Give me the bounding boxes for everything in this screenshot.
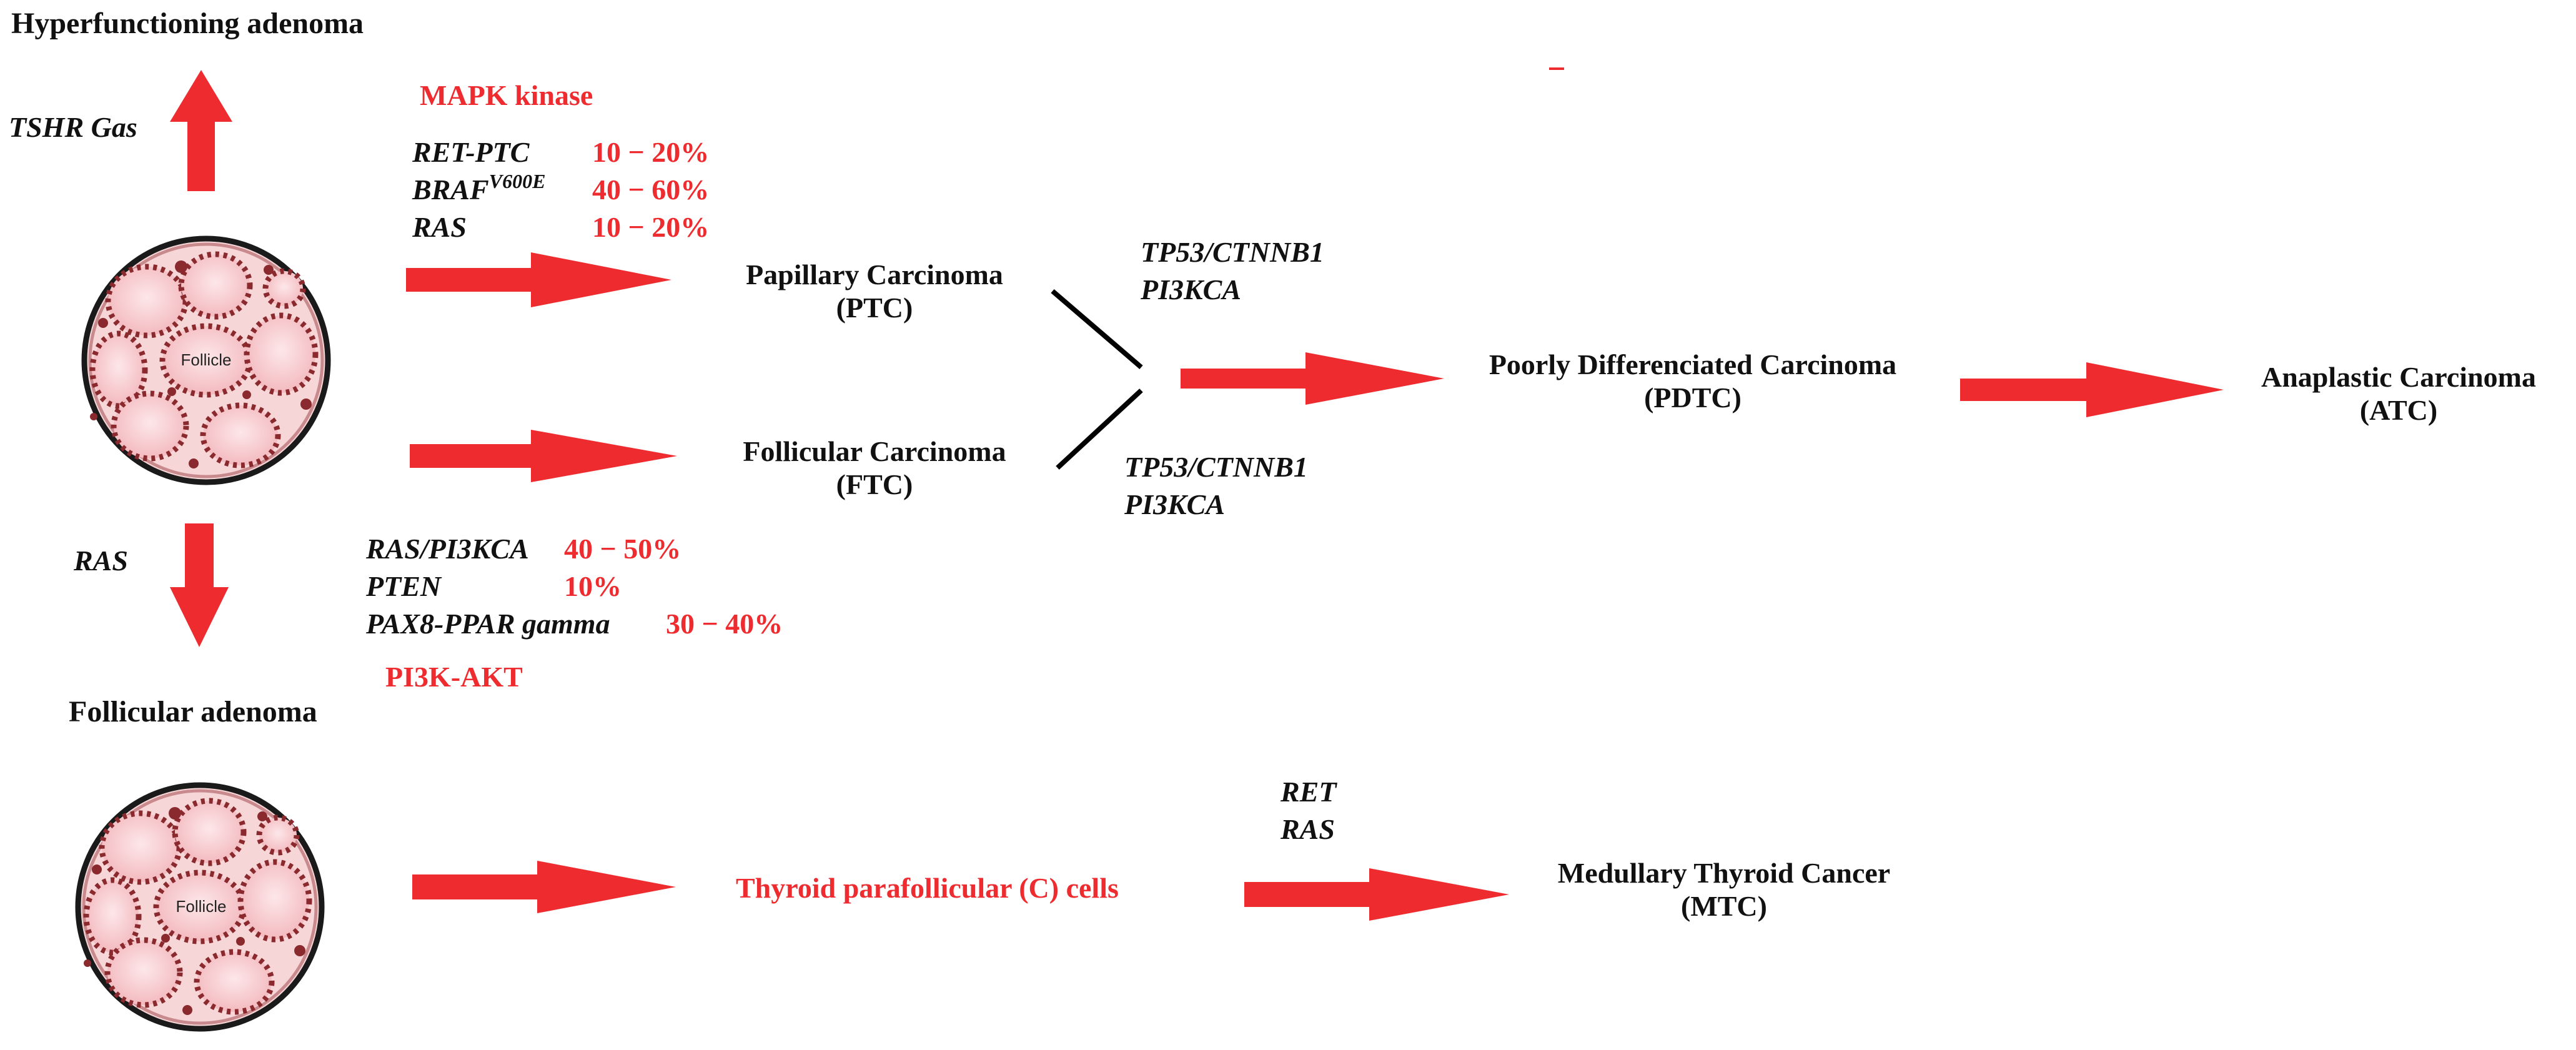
mtc-line1: Medullary Thyroid Cancer xyxy=(1557,857,1891,889)
pi3k-pct-pten: 10% xyxy=(564,570,622,602)
pi3k-pct-pax8: 30 − 40% xyxy=(666,608,783,640)
atc-line2: (ATC) xyxy=(2359,394,2438,426)
pi3k-gene-ras-pi3kca: RAS/PI3KCA xyxy=(366,533,529,565)
tshr-gas-label: TSHR Gas xyxy=(9,111,137,143)
mtc-gene-ret: RET xyxy=(1281,776,1337,808)
mapk-pct-ras: 10 − 20% xyxy=(592,211,710,243)
ptc-label: Papillary Carcinoma (PTC) xyxy=(700,259,1049,325)
pi3k-gene-pax8: PAX8-PPAR gamma xyxy=(366,608,610,640)
lower-gene-1: TP53/CTNNB1 xyxy=(1124,451,1308,483)
ftc-line1: Follicular Carcinoma xyxy=(743,435,1006,467)
mapk-kinase-title: MAPK kinase xyxy=(420,79,593,111)
arrow-to-pdtc xyxy=(1181,352,1444,405)
mtc-label: Medullary Thyroid Cancer (MTC) xyxy=(1499,857,1949,923)
pi3k-pct-ras-pi3kca: 40 − 50% xyxy=(564,533,681,565)
pi3k-akt-title: PI3K-AKT xyxy=(385,661,523,693)
connector-ptc-merge xyxy=(1051,289,1143,370)
arrow-to-mtc xyxy=(1244,868,1509,921)
ftc-label: Follicular Carcinoma (FTC) xyxy=(700,435,1049,502)
ras-label: RAS xyxy=(74,545,128,577)
arrow-to-ptc xyxy=(406,252,671,307)
mapk-pct-ret-ptc: 10 − 20% xyxy=(592,136,710,168)
follicle-label-top: Follicle xyxy=(181,350,232,369)
pi3k-gene-pten: PTEN xyxy=(366,570,442,602)
mapk-gene-braf: BRAFV600E xyxy=(412,170,545,207)
arrow-to-ftc xyxy=(410,430,677,482)
connector-ftc-merge xyxy=(1056,389,1143,470)
braf-name: BRAF xyxy=(412,174,489,206)
mapk-gene-ras: RAS xyxy=(412,211,467,243)
c-cells-label: Thyroid parafollicular (C) cells xyxy=(736,872,1119,904)
pdtc-label: Poorly Differenciated Carcinoma (PDTC) xyxy=(1443,349,1943,415)
hyperfunctioning-adenoma-title: Hyperfunctioning adenoma xyxy=(11,7,364,40)
mapk-pct-braf: 40 − 60% xyxy=(592,174,710,206)
upper-gene-1: TP53/CTNNB1 xyxy=(1141,236,1324,268)
ftc-line2: (FTC) xyxy=(836,468,913,500)
atc-label: Anaplastic Carcinoma (ATC) xyxy=(2236,361,2561,427)
mtc-line2: (MTC) xyxy=(1681,889,1767,922)
arrow-to-atc xyxy=(1960,362,2224,417)
lower-gene-2: PI3KCA xyxy=(1124,488,1226,520)
braf-superscript: V600E xyxy=(488,170,546,192)
pdtc-line2: (PDTC) xyxy=(1644,381,1741,414)
arrow-to-c-cells xyxy=(412,861,676,913)
ptc-line2: (PTC) xyxy=(836,291,913,324)
mtc-gene-ras: RAS xyxy=(1281,813,1335,845)
mapk-gene-ret-ptc: RET-PTC xyxy=(412,136,530,168)
follicle-label-bottom: Follicle xyxy=(176,897,227,916)
upper-gene-2: PI3KCA xyxy=(1141,274,1242,305)
follicular-adenoma-title: Follicular adenoma xyxy=(69,695,317,728)
arrow-down-to-follicular-adenoma xyxy=(170,523,229,647)
ptc-line1: Papillary Carcinoma xyxy=(746,259,1003,290)
arrow-up-to-hyperfunctioning xyxy=(170,70,232,191)
pdtc-line1: Poorly Differenciated Carcinoma xyxy=(1489,349,1897,380)
atc-line1: Anaplastic Carcinoma xyxy=(2261,361,2536,393)
